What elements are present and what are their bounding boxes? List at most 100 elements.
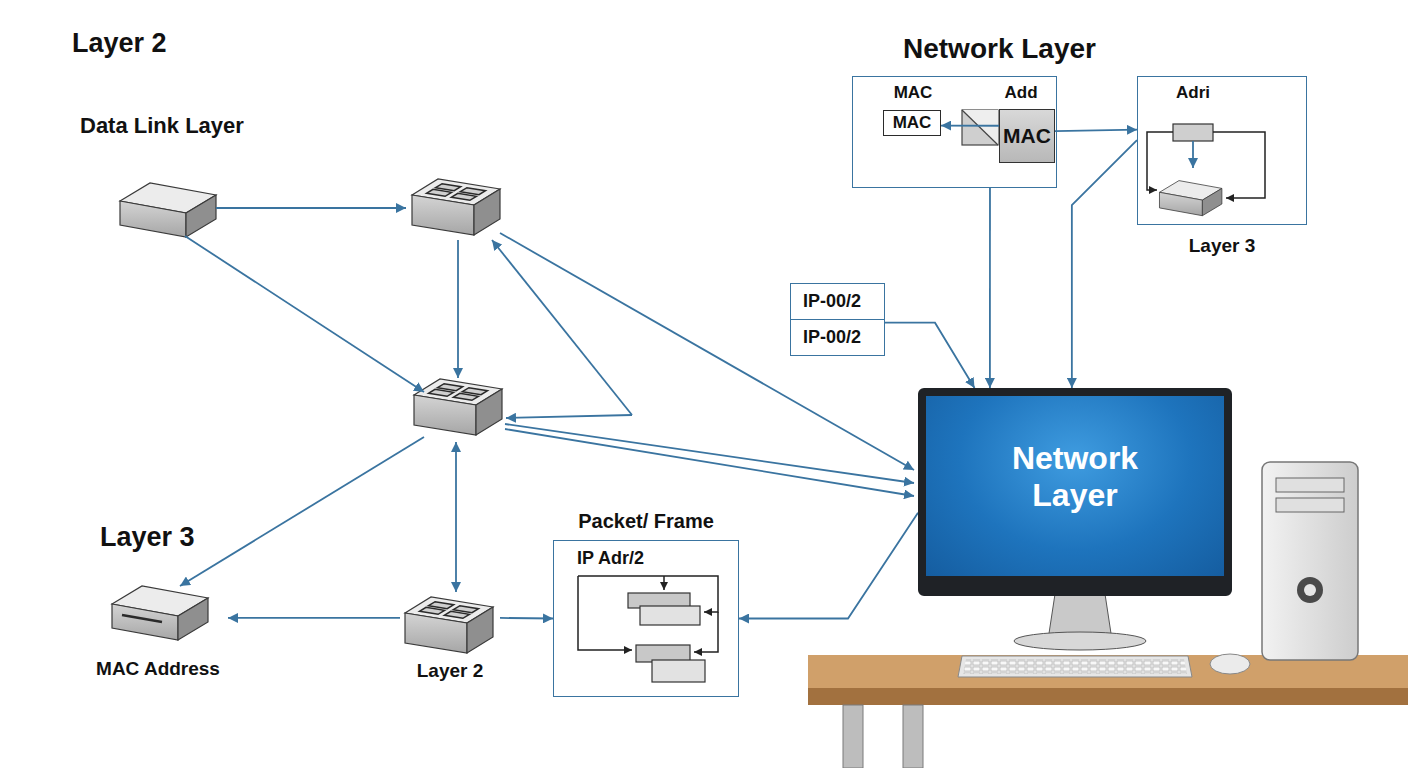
loop-line <box>578 576 632 650</box>
switch-icon <box>405 597 493 653</box>
node-text: Network Layer <box>975 440 1175 514</box>
desk-leg <box>843 705 863 768</box>
node-text: IP-00/2 <box>803 291 861 312</box>
connector-arrow <box>228 617 400 619</box>
loop-line <box>694 612 718 652</box>
loop-line <box>663 576 665 590</box>
packet-frame-box: Packet/ FrameIP Adr/2 <box>553 540 739 697</box>
layer-heading: Data Link Layer <box>80 113 244 138</box>
node-text: Packet/ Frame <box>578 510 714 533</box>
wire <box>506 415 632 418</box>
text-slot: IP-00/2 <box>803 291 884 312</box>
switch-icon <box>412 179 500 235</box>
node-text: MAC <box>894 83 933 103</box>
address-panel: AdriLayer 3 <box>1137 76 1307 225</box>
register-block <box>1173 124 1213 141</box>
connector-arrow <box>885 323 975 388</box>
wire <box>457 240 459 378</box>
pc-tower <box>1262 462 1358 660</box>
node-text: MAC <box>1003 124 1051 148</box>
device-icon <box>1159 181 1221 216</box>
layer-heading: Layer 3 <box>100 522 195 553</box>
desk-top <box>808 655 1408 689</box>
node-text: Layer 3 <box>1189 235 1256 257</box>
loop-lines <box>1147 132 1265 198</box>
drive-bay <box>1276 478 1344 492</box>
wires <box>180 208 914 592</box>
node-text: Add <box>1004 83 1037 103</box>
text-slot: IP Adr/2 <box>577 548 738 569</box>
switch-device: Layer 2 <box>400 594 500 686</box>
text-slot: Layer 2 <box>72 28 167 59</box>
desk-leg <box>903 705 923 768</box>
desk-edge <box>808 688 1408 705</box>
connector-arrow <box>941 125 999 127</box>
device-icon <box>120 183 216 237</box>
wire <box>505 429 914 496</box>
text-slot: MAC Address <box>88 658 228 680</box>
monitor-stand <box>1048 594 1112 640</box>
mac-box: MAC <box>883 110 941 136</box>
layer-heading: Network Layer <box>903 33 1096 65</box>
mac-block: MAC <box>999 109 1055 163</box>
wire <box>455 442 457 592</box>
address-panel: MACAddMACMAC <box>852 76 1057 188</box>
frame-block <box>628 593 690 608</box>
text-slot: MAC <box>884 113 940 133</box>
loop-line <box>578 576 718 612</box>
device-slot <box>122 615 162 622</box>
text-slot: MAC <box>1000 124 1054 148</box>
node-text: Layer 2 <box>417 660 484 682</box>
loop-line <box>1147 132 1173 190</box>
switch-icon <box>414 379 502 435</box>
text-slot: Layer 3 <box>100 522 195 553</box>
wire <box>1192 141 1194 168</box>
connector-arrow <box>500 617 553 619</box>
wire <box>492 240 632 415</box>
frame-block <box>636 645 690 662</box>
ip-box: IP-00/2 <box>790 319 885 356</box>
wire <box>180 437 424 586</box>
text-slot: Layer 3 <box>1138 235 1306 257</box>
frame-block <box>652 660 705 682</box>
frame-block <box>640 606 700 625</box>
text-slot: Network Layer <box>926 440 1224 514</box>
wire <box>500 233 914 470</box>
text-slot: Packet/ Frame <box>554 510 738 533</box>
wire <box>216 207 406 209</box>
node-text: IP-00/2 <box>803 327 861 348</box>
node-text: Adri <box>1176 83 1210 103</box>
connector-arrow <box>1072 140 1137 388</box>
converter-icon <box>962 110 998 145</box>
loop-line <box>1213 132 1265 198</box>
keyboard <box>958 656 1192 677</box>
device-icon <box>112 586 208 640</box>
power-button <box>1304 584 1316 596</box>
drive-bay <box>1276 498 1344 512</box>
wire <box>185 236 424 392</box>
connector-arrow <box>1055 130 1137 132</box>
text-slot: Adri <box>1156 83 1230 103</box>
text-slot: Layer 2 <box>400 660 500 682</box>
text-slot: Data Link Layer <box>80 113 244 138</box>
wire <box>505 424 914 483</box>
mouse <box>1210 654 1250 674</box>
node-text: MAC <box>893 113 932 133</box>
monitor-screen: Network Layer <box>918 388 1232 596</box>
keyboard-keys <box>963 659 1187 674</box>
text-slot: IP-00/2 <box>803 327 884 348</box>
loop-lines <box>578 576 718 652</box>
layer-heading: Layer 2 <box>72 28 167 59</box>
connector-arrow <box>989 188 991 388</box>
text-slot: MAC <box>871 83 955 103</box>
power-button <box>1297 577 1323 603</box>
converter-icon <box>962 110 998 145</box>
node-text: MAC Address <box>96 658 220 680</box>
converter-icon <box>962 110 998 145</box>
monitor-base <box>1014 632 1146 650</box>
text-slot: Network Layer <box>903 33 1096 65</box>
host-device: MAC Address <box>88 580 228 684</box>
connector-arrow <box>739 513 918 619</box>
ip-box: IP-00/2 <box>790 283 885 320</box>
